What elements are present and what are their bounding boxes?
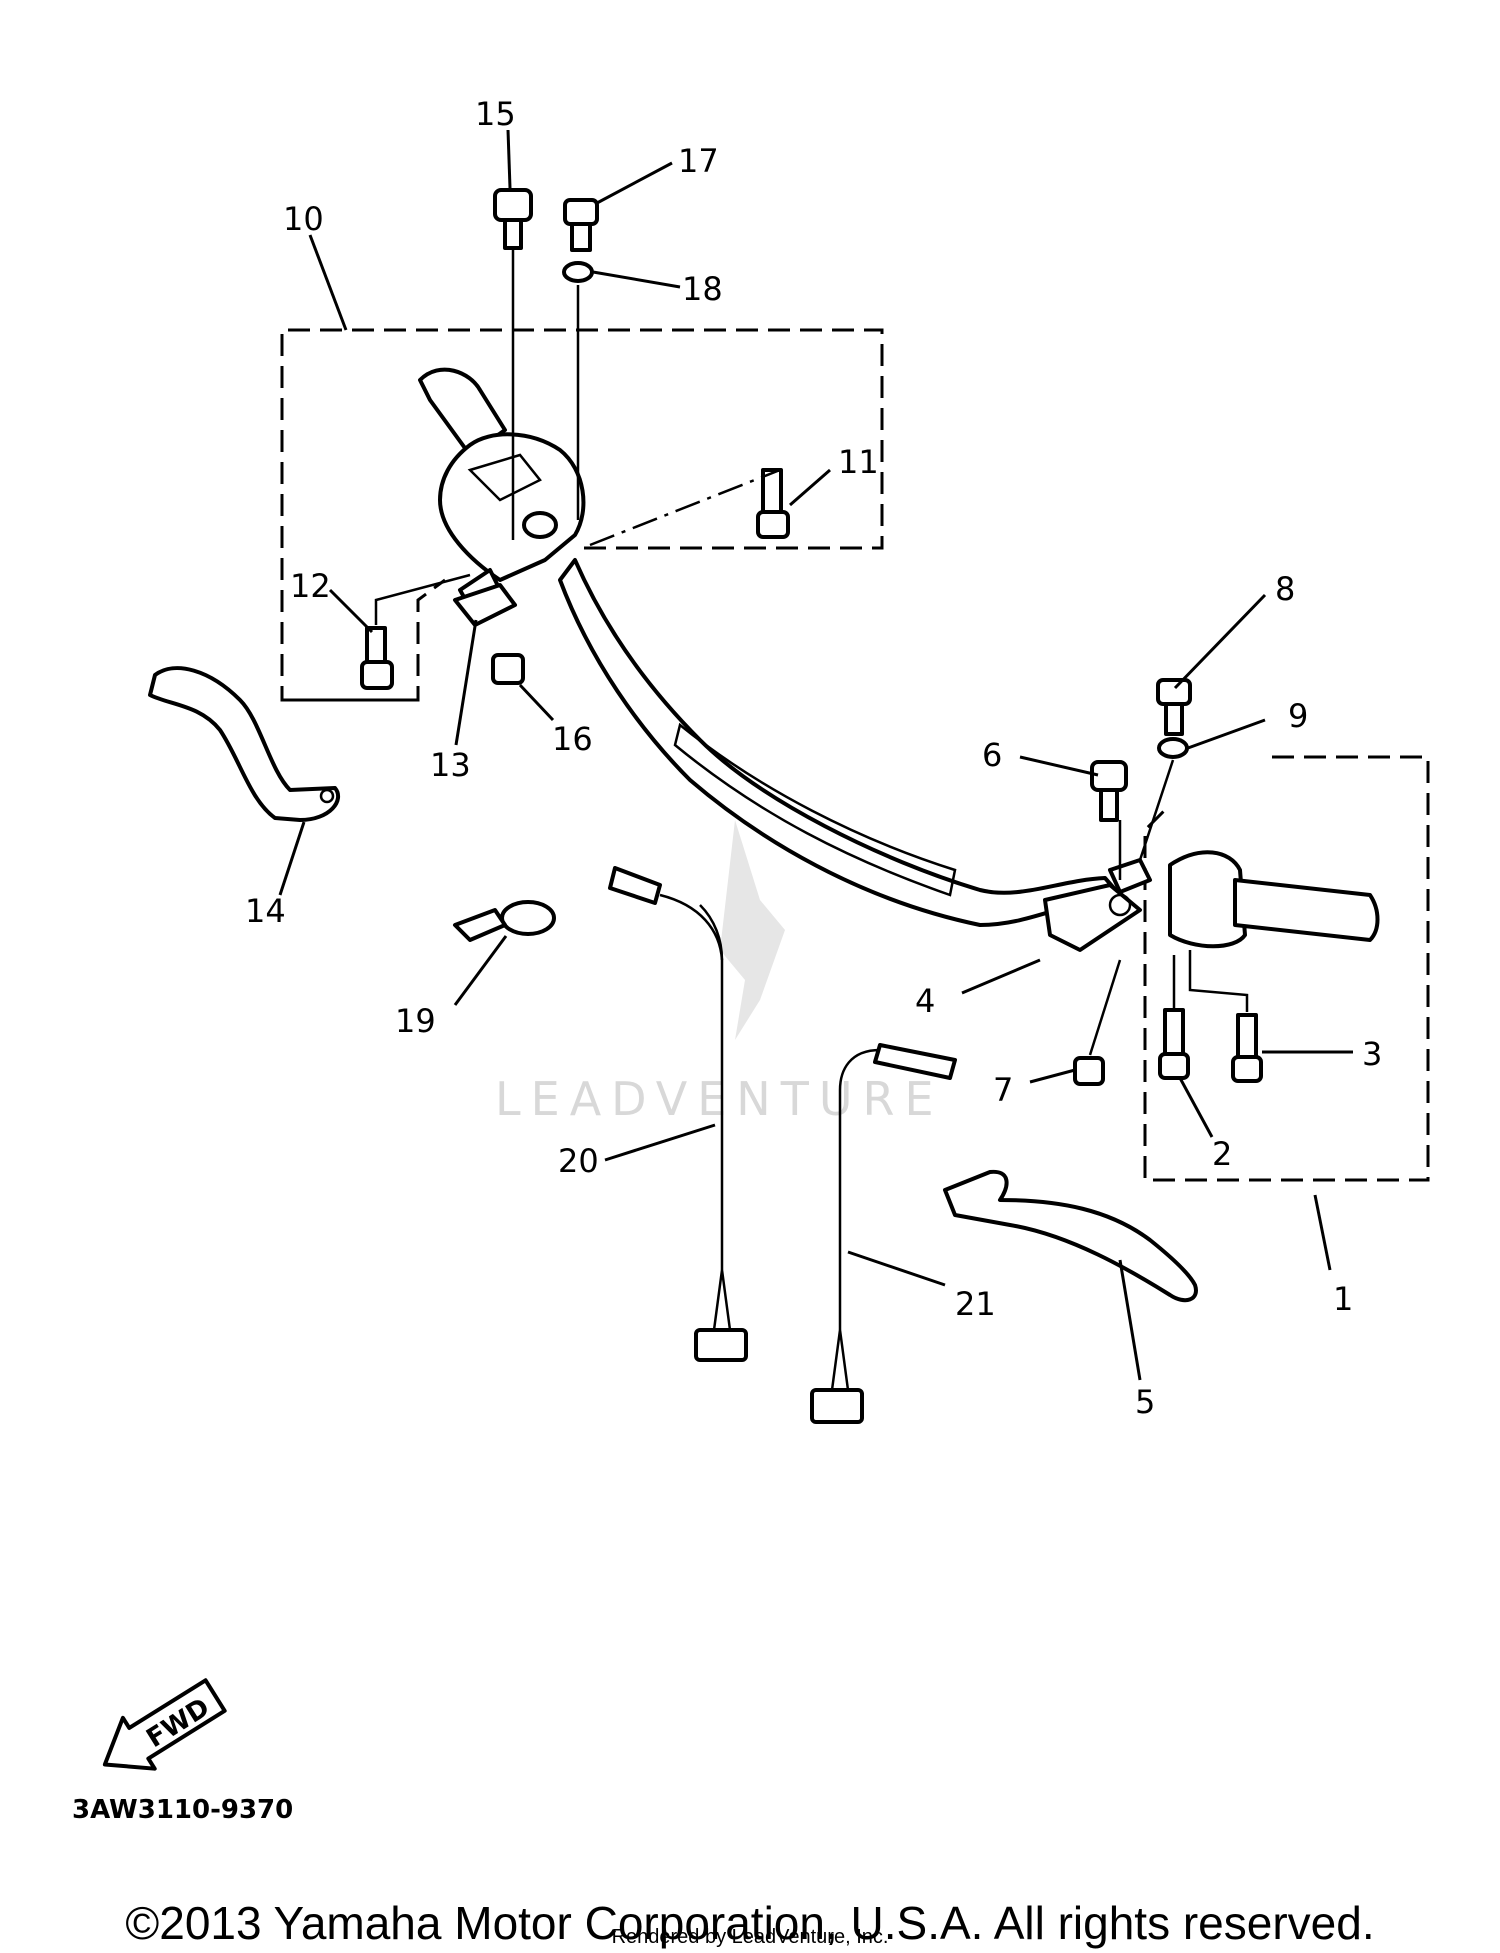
callout-18: 18 bbox=[682, 270, 723, 308]
leader-lines bbox=[278, 129, 1353, 1381]
callout-19: 19 bbox=[395, 1002, 436, 1040]
fwd-arrow-icon: FWD bbox=[102, 1678, 227, 1771]
callout-6: 6 bbox=[982, 736, 1002, 774]
callout-12: 12 bbox=[290, 567, 331, 605]
handlebar bbox=[558, 558, 1122, 927]
axis-11 bbox=[589, 468, 781, 547]
clutch-lever-14 bbox=[148, 666, 341, 822]
nut-7 bbox=[1073, 1056, 1105, 1086]
screw-12 bbox=[360, 626, 394, 690]
callout-21: 21 bbox=[955, 1285, 996, 1323]
axis-7 bbox=[1088, 959, 1122, 1056]
bolt-17 bbox=[563, 198, 599, 252]
callout-20: 20 bbox=[558, 1142, 599, 1180]
watermark: LEADVENTURE bbox=[495, 820, 944, 1126]
callout-13: 13 bbox=[430, 746, 471, 784]
assembly-box-1 bbox=[1143, 755, 1430, 1182]
screw-11 bbox=[756, 468, 790, 539]
callout-11: 11 bbox=[838, 443, 879, 481]
callout-16: 16 bbox=[552, 720, 593, 758]
nut-16 bbox=[491, 653, 525, 685]
watermark-text: LEADVENTURE bbox=[495, 1072, 944, 1126]
callout-4: 4 bbox=[915, 982, 935, 1020]
callouts: 1 2 3 4 5 6 7 8 9 10 11 12 13 14 15 16 1… bbox=[245, 95, 1382, 1421]
axis-3 bbox=[1188, 950, 1249, 1012]
band-clamp-19 bbox=[453, 900, 556, 942]
washer-18 bbox=[562, 261, 594, 283]
bolt-8 bbox=[1156, 678, 1192, 736]
callout-8: 8 bbox=[1275, 570, 1295, 608]
right-switch-housing bbox=[1043, 850, 1380, 952]
brake-lever-5 bbox=[943, 1169, 1198, 1303]
axis-12 bbox=[374, 573, 471, 625]
bolt-15 bbox=[493, 188, 533, 250]
switch-cable-20 bbox=[608, 866, 748, 1362]
callout-15: 15 bbox=[475, 95, 516, 133]
axis-8 bbox=[1138, 759, 1175, 861]
callout-10: 10 bbox=[283, 200, 324, 238]
callout-3: 3 bbox=[1362, 1035, 1382, 1073]
callout-9: 9 bbox=[1288, 697, 1308, 735]
assembly-box-10-inner bbox=[282, 578, 446, 702]
callout-14: 14 bbox=[245, 892, 286, 930]
bolt-6 bbox=[1090, 760, 1128, 822]
copyright-notice: ©2013 Yamaha Motor Corporation, U.S.A. A… bbox=[125, 1897, 1375, 1949]
callout-1: 1 bbox=[1333, 1280, 1353, 1318]
washer-9 bbox=[1157, 737, 1189, 759]
assembly-box-10 bbox=[280, 328, 884, 702]
screw-3 bbox=[1231, 1013, 1263, 1083]
callout-5: 5 bbox=[1135, 1383, 1155, 1421]
callout-2: 2 bbox=[1212, 1135, 1232, 1173]
watermark-flame-icon bbox=[720, 820, 785, 1040]
rendered-by-notice: Rendered by LeadVenture, Inc. bbox=[611, 1926, 889, 1948]
switch-cable-21 bbox=[810, 1043, 957, 1424]
screw-2 bbox=[1158, 1008, 1190, 1080]
diagram-code: 3AW3110-9370 bbox=[72, 1795, 293, 1825]
clamp-13 bbox=[453, 583, 517, 627]
callout-17: 17 bbox=[678, 142, 719, 180]
callout-7: 7 bbox=[993, 1071, 1013, 1109]
